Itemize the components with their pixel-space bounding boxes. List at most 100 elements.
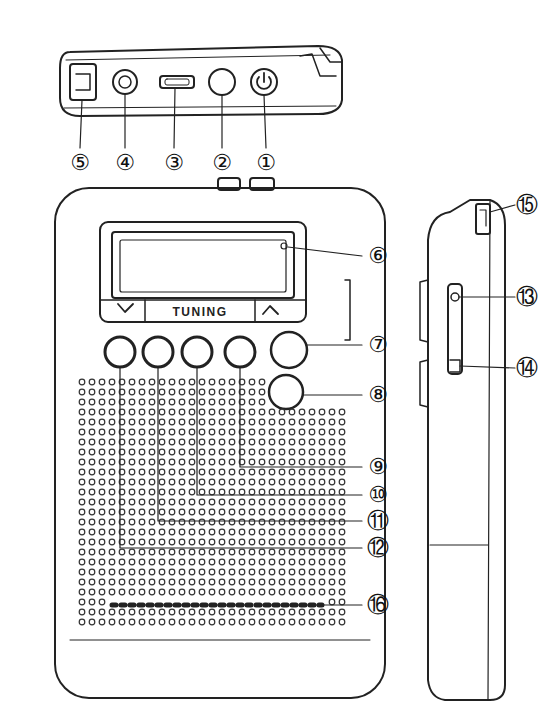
grille-hole (309, 589, 315, 595)
grille-hole (149, 529, 155, 535)
grille-hole (239, 489, 245, 495)
grille-hole (239, 569, 245, 575)
drawing-stroke (264, 95, 266, 148)
grille-hole (259, 439, 265, 445)
drawing-stroke (303, 394, 362, 395)
grille-hole (339, 529, 345, 535)
grille-hole (79, 399, 85, 405)
drawing-stroke (105, 337, 135, 367)
grille-hole (259, 409, 265, 415)
grille-hole (189, 569, 195, 575)
grille-hole (259, 569, 265, 575)
grille-hole (219, 399, 225, 405)
drawing-stroke (271, 332, 307, 368)
grille-hole (99, 569, 105, 575)
grille-hole (139, 389, 145, 395)
grille-hole (269, 549, 275, 555)
grille-hole (109, 409, 115, 415)
grille-hole (309, 499, 315, 505)
grille-hole (239, 579, 245, 585)
grille-hole (219, 389, 225, 395)
grille-hole (149, 489, 155, 495)
grille-hole (79, 619, 85, 625)
grille-hole (99, 579, 105, 585)
grille-hole (319, 429, 325, 435)
grille-hole (179, 589, 185, 595)
grille-hole (209, 559, 215, 565)
grille-hole (89, 509, 95, 515)
callout-number: ⑦ (368, 334, 388, 356)
grille-hole (219, 419, 225, 425)
grille-hole (319, 559, 325, 565)
grille-hole (299, 539, 305, 545)
grille-hole (109, 589, 115, 595)
grille-hole (249, 439, 255, 445)
grille-hole (129, 399, 135, 405)
grille-hole (169, 549, 175, 555)
grille-hole (229, 509, 235, 515)
callout-number: ⑯ (367, 594, 389, 616)
grille-hole (109, 399, 115, 405)
grille-hole (139, 579, 145, 585)
grille-hole (289, 539, 295, 545)
grille-hole (129, 489, 135, 495)
grille-hole (159, 499, 165, 505)
grille-hole (199, 379, 205, 385)
grille-row (112, 603, 322, 608)
grille-hole (319, 549, 325, 555)
grille-hole (79, 449, 85, 455)
grille-hole (149, 589, 155, 595)
grille-hole (199, 499, 205, 505)
grille-hole (169, 489, 175, 495)
grille-hole (139, 459, 145, 465)
grille-hole (279, 609, 285, 615)
grille-hole (279, 499, 285, 505)
grille-hole (199, 429, 205, 435)
drawing-stroke (263, 73, 265, 82)
grille-hole (289, 419, 295, 425)
grille-hole (229, 539, 235, 545)
grille-hole (339, 579, 345, 585)
grille-hole (129, 539, 135, 545)
grille-hole (89, 499, 95, 505)
grille-hole (89, 399, 95, 405)
grille-hole (209, 549, 215, 555)
grille-hole (239, 499, 245, 505)
grille-hole (119, 579, 125, 585)
grille-hole (339, 439, 345, 445)
grille-hole (249, 529, 255, 535)
grille-hole (239, 529, 245, 535)
grille-hole (229, 439, 235, 445)
grille-hole (309, 449, 315, 455)
grille-hole (109, 469, 115, 475)
drawing-stroke (476, 204, 490, 234)
drawing-stroke (430, 544, 488, 545)
drawing-stroke (420, 280, 428, 342)
grille-hole (229, 519, 235, 525)
grille-hole (309, 479, 315, 485)
grille-hole (309, 549, 315, 555)
grille-hole (139, 539, 145, 545)
drawing-stroke (100, 299, 306, 301)
grille-hole (259, 399, 265, 405)
side-view (420, 200, 515, 700)
grille-hole (279, 489, 285, 495)
grille-hole (139, 399, 145, 405)
grille-hole (149, 619, 155, 625)
grille-hole (329, 499, 335, 505)
grille-hole (169, 459, 175, 465)
grille-hole (339, 619, 345, 625)
grille-hole (279, 529, 285, 535)
grille-hole (339, 479, 345, 485)
grille-hole (269, 539, 275, 545)
grille-hole (249, 489, 255, 495)
grille-hole (129, 549, 135, 555)
grille-hole (189, 589, 195, 595)
grille-hole (299, 479, 305, 485)
grille-hole (79, 579, 85, 585)
grille-hole (219, 609, 225, 615)
grille-hole (129, 409, 135, 415)
grille-hole (259, 459, 265, 465)
grille-hole (79, 599, 85, 605)
